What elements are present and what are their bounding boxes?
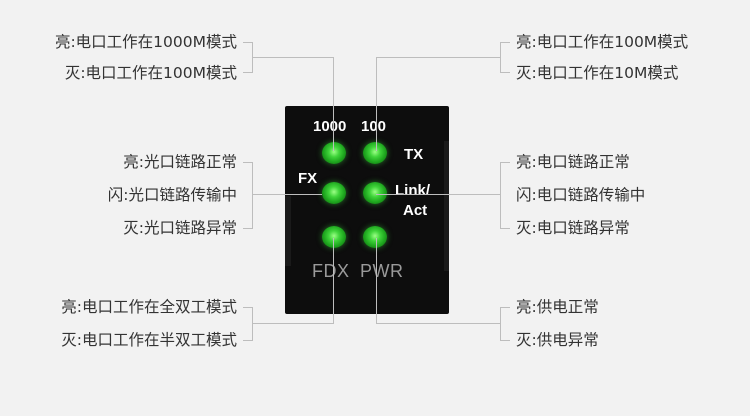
led-100-tx xyxy=(363,142,387,164)
label-fdx: FDX xyxy=(312,261,350,281)
callout-link-off: 灭:电口链路异常 xyxy=(516,219,630,237)
panel-right-notch xyxy=(444,141,449,271)
leader-line xyxy=(376,57,377,151)
led-pwr xyxy=(363,226,387,248)
led-fdx xyxy=(322,226,346,248)
callout-fdx-on: 亮:电口工作在全双工模式 xyxy=(61,298,237,316)
callout-pwr-on: 亮:供电正常 xyxy=(516,298,599,316)
callout-1000-on: 亮:电口工作在1000M模式 xyxy=(54,33,237,51)
leader-line xyxy=(333,238,334,324)
label-fx: FX xyxy=(298,170,318,187)
callout-link-blink: 闪:电口链路传输中 xyxy=(516,186,646,204)
leader-line xyxy=(500,162,510,163)
leader-line xyxy=(500,228,510,229)
leader-line xyxy=(500,162,501,229)
leader-line xyxy=(252,323,334,324)
callout-100-off: 灭:电口工作在10M模式 xyxy=(516,64,679,82)
callout-fx-off: 灭:光口链路异常 xyxy=(123,219,237,237)
callout-1000-off: 灭:电口工作在100M模式 xyxy=(64,64,237,82)
label-pwr: PWR xyxy=(360,261,404,281)
label-act: Act xyxy=(403,202,428,219)
leader-line xyxy=(243,340,253,341)
callout-fx-on: 亮:光口链路正常 xyxy=(123,153,237,171)
leader-line xyxy=(243,228,253,229)
leader-line xyxy=(500,307,510,308)
leader-line xyxy=(500,42,510,43)
device-front-panel: 1000 100 TX FX Link/ Act FDX PWR xyxy=(285,106,449,314)
label-100: 100 xyxy=(361,118,387,135)
leader-line xyxy=(243,72,253,73)
leader-line xyxy=(376,194,501,195)
leader-line xyxy=(252,307,253,341)
callout-fdx-off: 灭:电口工作在半双工模式 xyxy=(61,331,237,349)
leader-line xyxy=(333,57,334,151)
led-link-act xyxy=(363,182,387,204)
leader-line xyxy=(500,340,510,341)
leader-line xyxy=(252,57,334,58)
leader-line xyxy=(252,162,253,229)
label-tx: TX xyxy=(404,146,424,163)
leader-line xyxy=(243,307,253,308)
leader-line xyxy=(376,323,501,324)
leader-line xyxy=(252,194,322,195)
led-1000 xyxy=(322,142,346,164)
label-link: Link/ xyxy=(395,182,431,199)
callout-pwr-off: 灭:供电异常 xyxy=(516,331,599,349)
leader-line xyxy=(376,57,501,58)
callout-100-on: 亮:电口工作在100M模式 xyxy=(516,33,689,51)
callout-fx-blink: 闪:光口链路传输中 xyxy=(107,186,237,204)
leader-line xyxy=(500,72,510,73)
leader-line xyxy=(243,42,253,43)
leader-line xyxy=(500,307,501,341)
leader-line xyxy=(243,162,253,163)
leader-line xyxy=(376,238,377,324)
callout-link-on: 亮:电口链路正常 xyxy=(516,153,630,171)
panel-left-notch xyxy=(285,196,291,266)
label-1000: 1000 xyxy=(313,118,347,135)
led-fx xyxy=(322,182,346,204)
